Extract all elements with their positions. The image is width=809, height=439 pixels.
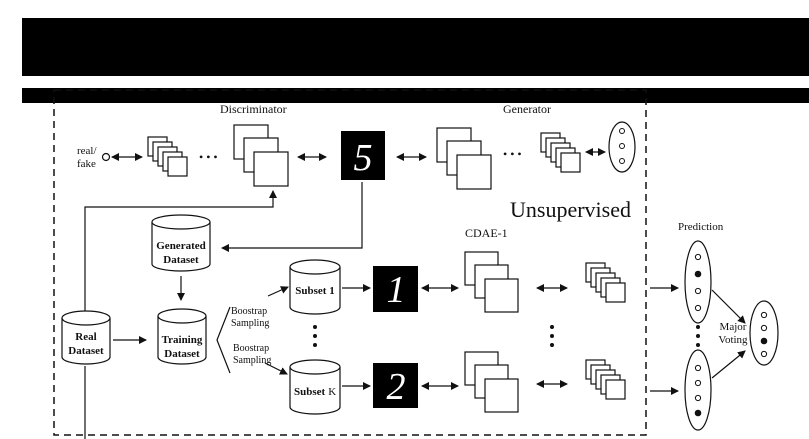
prediction-1-nodes [694,253,702,312]
training-dataset-cylinder [157,308,207,365]
boostrap-label-2a: Boostrap [233,343,269,354]
unsupervised-label: Unsupervised [510,197,631,222]
discriminator-label: Discriminator [220,102,287,116]
generator-small-stack [540,132,581,173]
voting-label: Voting [718,334,748,346]
generated-dataset-cylinder [151,214,211,272]
major-label: Major [720,321,747,333]
discriminator-large-stack [233,124,289,187]
gan-digit: 5 [354,137,373,179]
boostrap-label-2b: Sampling [233,355,271,366]
discriminator-small-stack [147,136,188,177]
cdae1-small-stack [585,262,626,303]
training-dataset-label-1: Training [162,334,203,346]
ellipsis-disc: • • • [199,150,218,164]
subset1-digit-image [373,266,418,312]
top-banner [22,18,809,76]
bootstrap-fork [216,306,231,374]
noise-node-2 [619,143,625,149]
arrow-fork-to-subset1 [267,286,289,297]
boostrap-label-1b: Sampling [231,318,269,329]
prediction-k-nodes [694,364,702,417]
boostrap-label-1a: Boostrap [231,306,267,317]
cdae1-large-stack [464,251,519,313]
arrow-fork-to-subsetk [264,362,288,375]
subset1-cylinder [289,259,341,315]
cdae-vertical-dots [550,325,554,347]
noise-node-3 [619,158,625,164]
arrow-pred1-vote [711,289,746,324]
subsetk-digit-image [373,363,418,408]
generated-dataset-label-2: Dataset [163,254,199,266]
subsetk-digit: 2 [387,366,406,408]
subsetk-cylinder [289,359,341,415]
subset-vertical-dots [313,325,317,347]
prediction-vector-1 [684,240,712,324]
generator-large-stack [436,127,492,190]
arrow-gan-to-generated [221,182,363,252]
ellipsis-gen: • • • [503,147,522,161]
voting-result-vector [749,300,779,366]
noise-node-1 [619,128,625,134]
real-fake-label-2: fake [77,158,96,170]
generator-label: Generator [503,102,551,116]
generated-dataset-label-1: Generated [156,240,205,252]
second-banner [22,88,809,103]
cdaek-small-stack [585,359,626,400]
subset1-digit: 1 [387,269,406,311]
gan-digit-image [341,131,385,180]
real-fake-node [101,152,111,162]
real-dataset-cylinder [61,310,111,365]
real-fake-label-1: real/ [77,145,97,157]
arrow-predk-vote [711,350,746,379]
subset1-label: Subset 1 [295,285,334,297]
prediction-vertical-dots [696,325,700,347]
real-dataset-label-2: Dataset [68,345,104,357]
real-dataset-label-1: Real [75,331,96,343]
prediction-label: Prediction [678,221,724,233]
cdae-label: CDAE-1 [465,226,508,240]
cdaek-large-stack [464,351,519,413]
voting-result-nodes [760,311,768,358]
prediction-vector-k [684,349,712,431]
training-dataset-label-2: Dataset [164,348,200,360]
arrow-real-to-disc [84,190,277,312]
